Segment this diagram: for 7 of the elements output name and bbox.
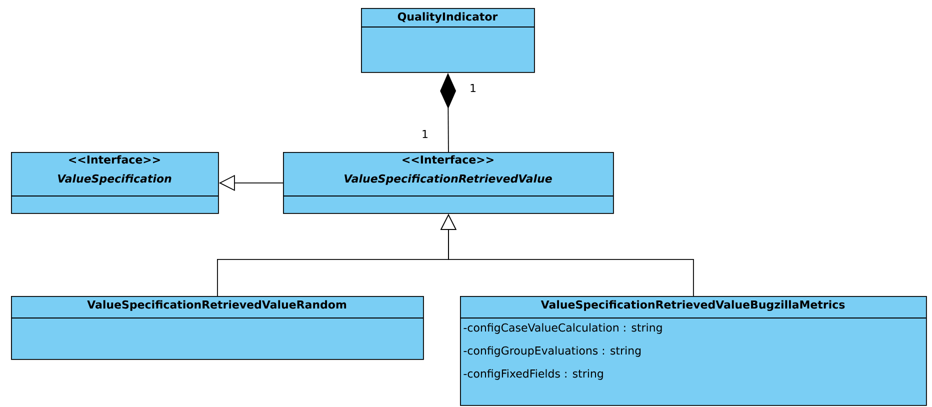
class-box: <<Interface>> ValueSpecification (10, 152, 219, 214)
class-box: <<Interface>> ValueSpecificationRetrievedValue (282, 152, 614, 214)
multiplicity: 1 (422, 130, 428, 138)
class-box: QualityIndicator (360, 8, 535, 73)
multiplicity: 1 (470, 84, 476, 92)
class-box: ValueSpecificationRetrievedValueRandom (10, 296, 424, 360)
class-box: ValueSpecificationRetrievedValueBugzillaMetrics -configCaseValueCalculation : string -configGroupEvaluations : string -configFixedFields : string (460, 296, 927, 406)
